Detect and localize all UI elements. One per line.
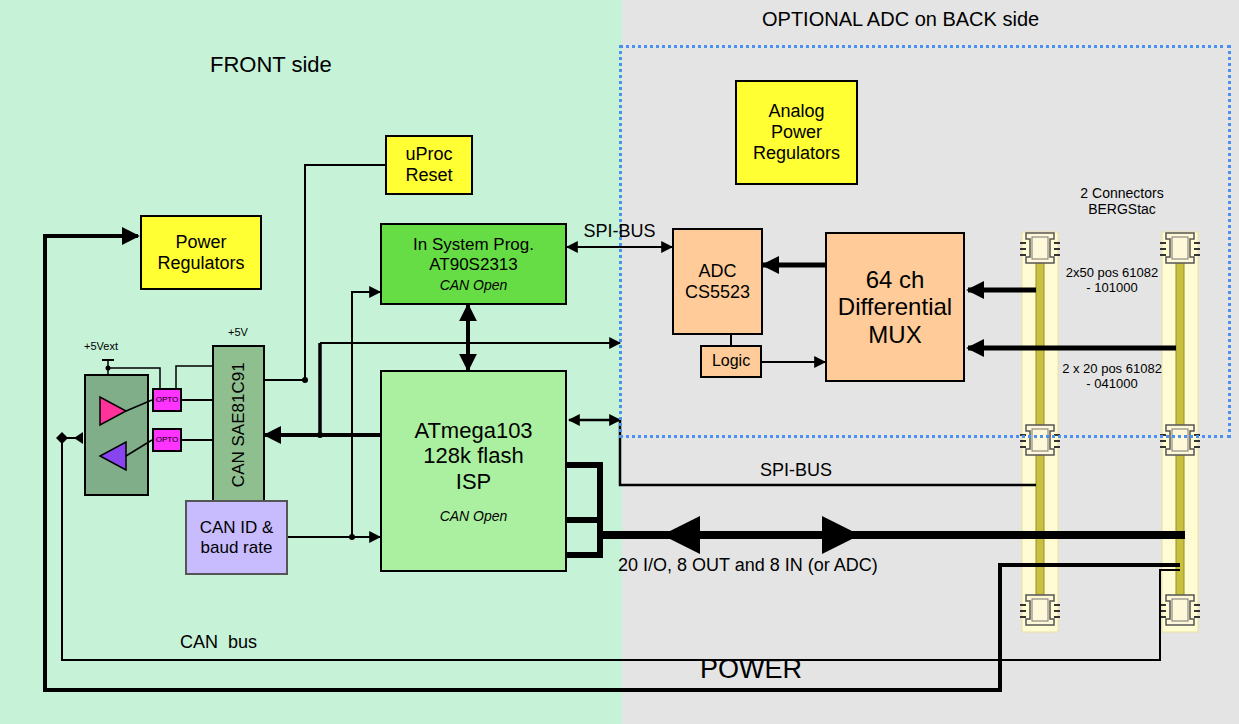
connector [265, 165, 385, 380]
node-text: OPTO [156, 395, 179, 404]
logic-box: Logic [700, 345, 762, 378]
node-text: uProc Reset [391, 144, 467, 185]
main-processor-box: ATmega103 128k flash ISP CAN Open [380, 370, 567, 572]
bus-label: SPI-BUS [583, 221, 655, 242]
adc-box: ADC CS5523 [672, 228, 763, 335]
node-text: In System Prog. AT90S2313 [386, 235, 561, 274]
node-text: ADC CS5523 [683, 261, 753, 302]
mux-box: 64 ch Differential MUX [825, 232, 965, 382]
bus-label: SPI-BUS [760, 460, 832, 481]
connector [762, 361, 825, 363]
connector-note: 2x50 pos 61082 - 101000 [1062, 266, 1162, 296]
connector [182, 399, 212, 401]
node-text: ATmega103 128k flash ISP [406, 418, 541, 494]
opto-coupler: OPTO [152, 388, 182, 412]
power-regulator-box: Power Regulators [140, 215, 262, 290]
node-text: CAN Open [440, 277, 508, 293]
node-text: 64 ch Differential MUX [833, 266, 958, 349]
node-text: CAN SAE81C91 [229, 363, 249, 488]
node-text: Logic [712, 352, 750, 370]
connector-note: 2 x 20 pos 61082 - 041000 [1062, 362, 1162, 392]
bus-label: 20 I/O, 8 OUT and 8 IN (or ADC) [618, 555, 878, 576]
connector [265, 433, 380, 437]
connector [288, 536, 380, 538]
power-label: POWER [700, 654, 802, 685]
node-text: CAN ID & baud rate [191, 518, 282, 557]
opto-coupler: OPTO [152, 428, 182, 452]
connector [288, 292, 380, 537]
connector [730, 335, 732, 345]
connector [763, 263, 825, 268]
isp-processor-box: In System Prog. AT90S2313CAN Open [380, 223, 567, 305]
reset-box: uProc Reset [385, 135, 473, 195]
connector [466, 305, 470, 370]
supply-label: +5Vext [84, 340, 118, 352]
analog-regulator-box: Analog Power Regulators [735, 80, 858, 185]
supply-label: +5V [228, 326, 248, 338]
node-text: Analog Power Regulators [741, 101, 852, 163]
connector-note: 2 Connectors BERGStac [1052, 185, 1192, 217]
can-id-box: CAN ID & baud rate [185, 500, 288, 575]
bus-label: CAN bus [180, 632, 257, 653]
node-text: OPTIONAL ADC on BACK side [762, 8, 1039, 31]
connector [567, 246, 672, 248]
front-side-panel: FRONT sidePower Regulators uProc Reset In … [0, 0, 622, 724]
node-text: CAN Open [440, 508, 508, 524]
node-text: FRONT side [210, 52, 332, 77]
connector [182, 439, 212, 441]
can-controller-box: CAN SAE81C91 [212, 345, 265, 505]
node-text: OPTO [156, 435, 179, 444]
node-text: Power Regulators [146, 232, 256, 273]
